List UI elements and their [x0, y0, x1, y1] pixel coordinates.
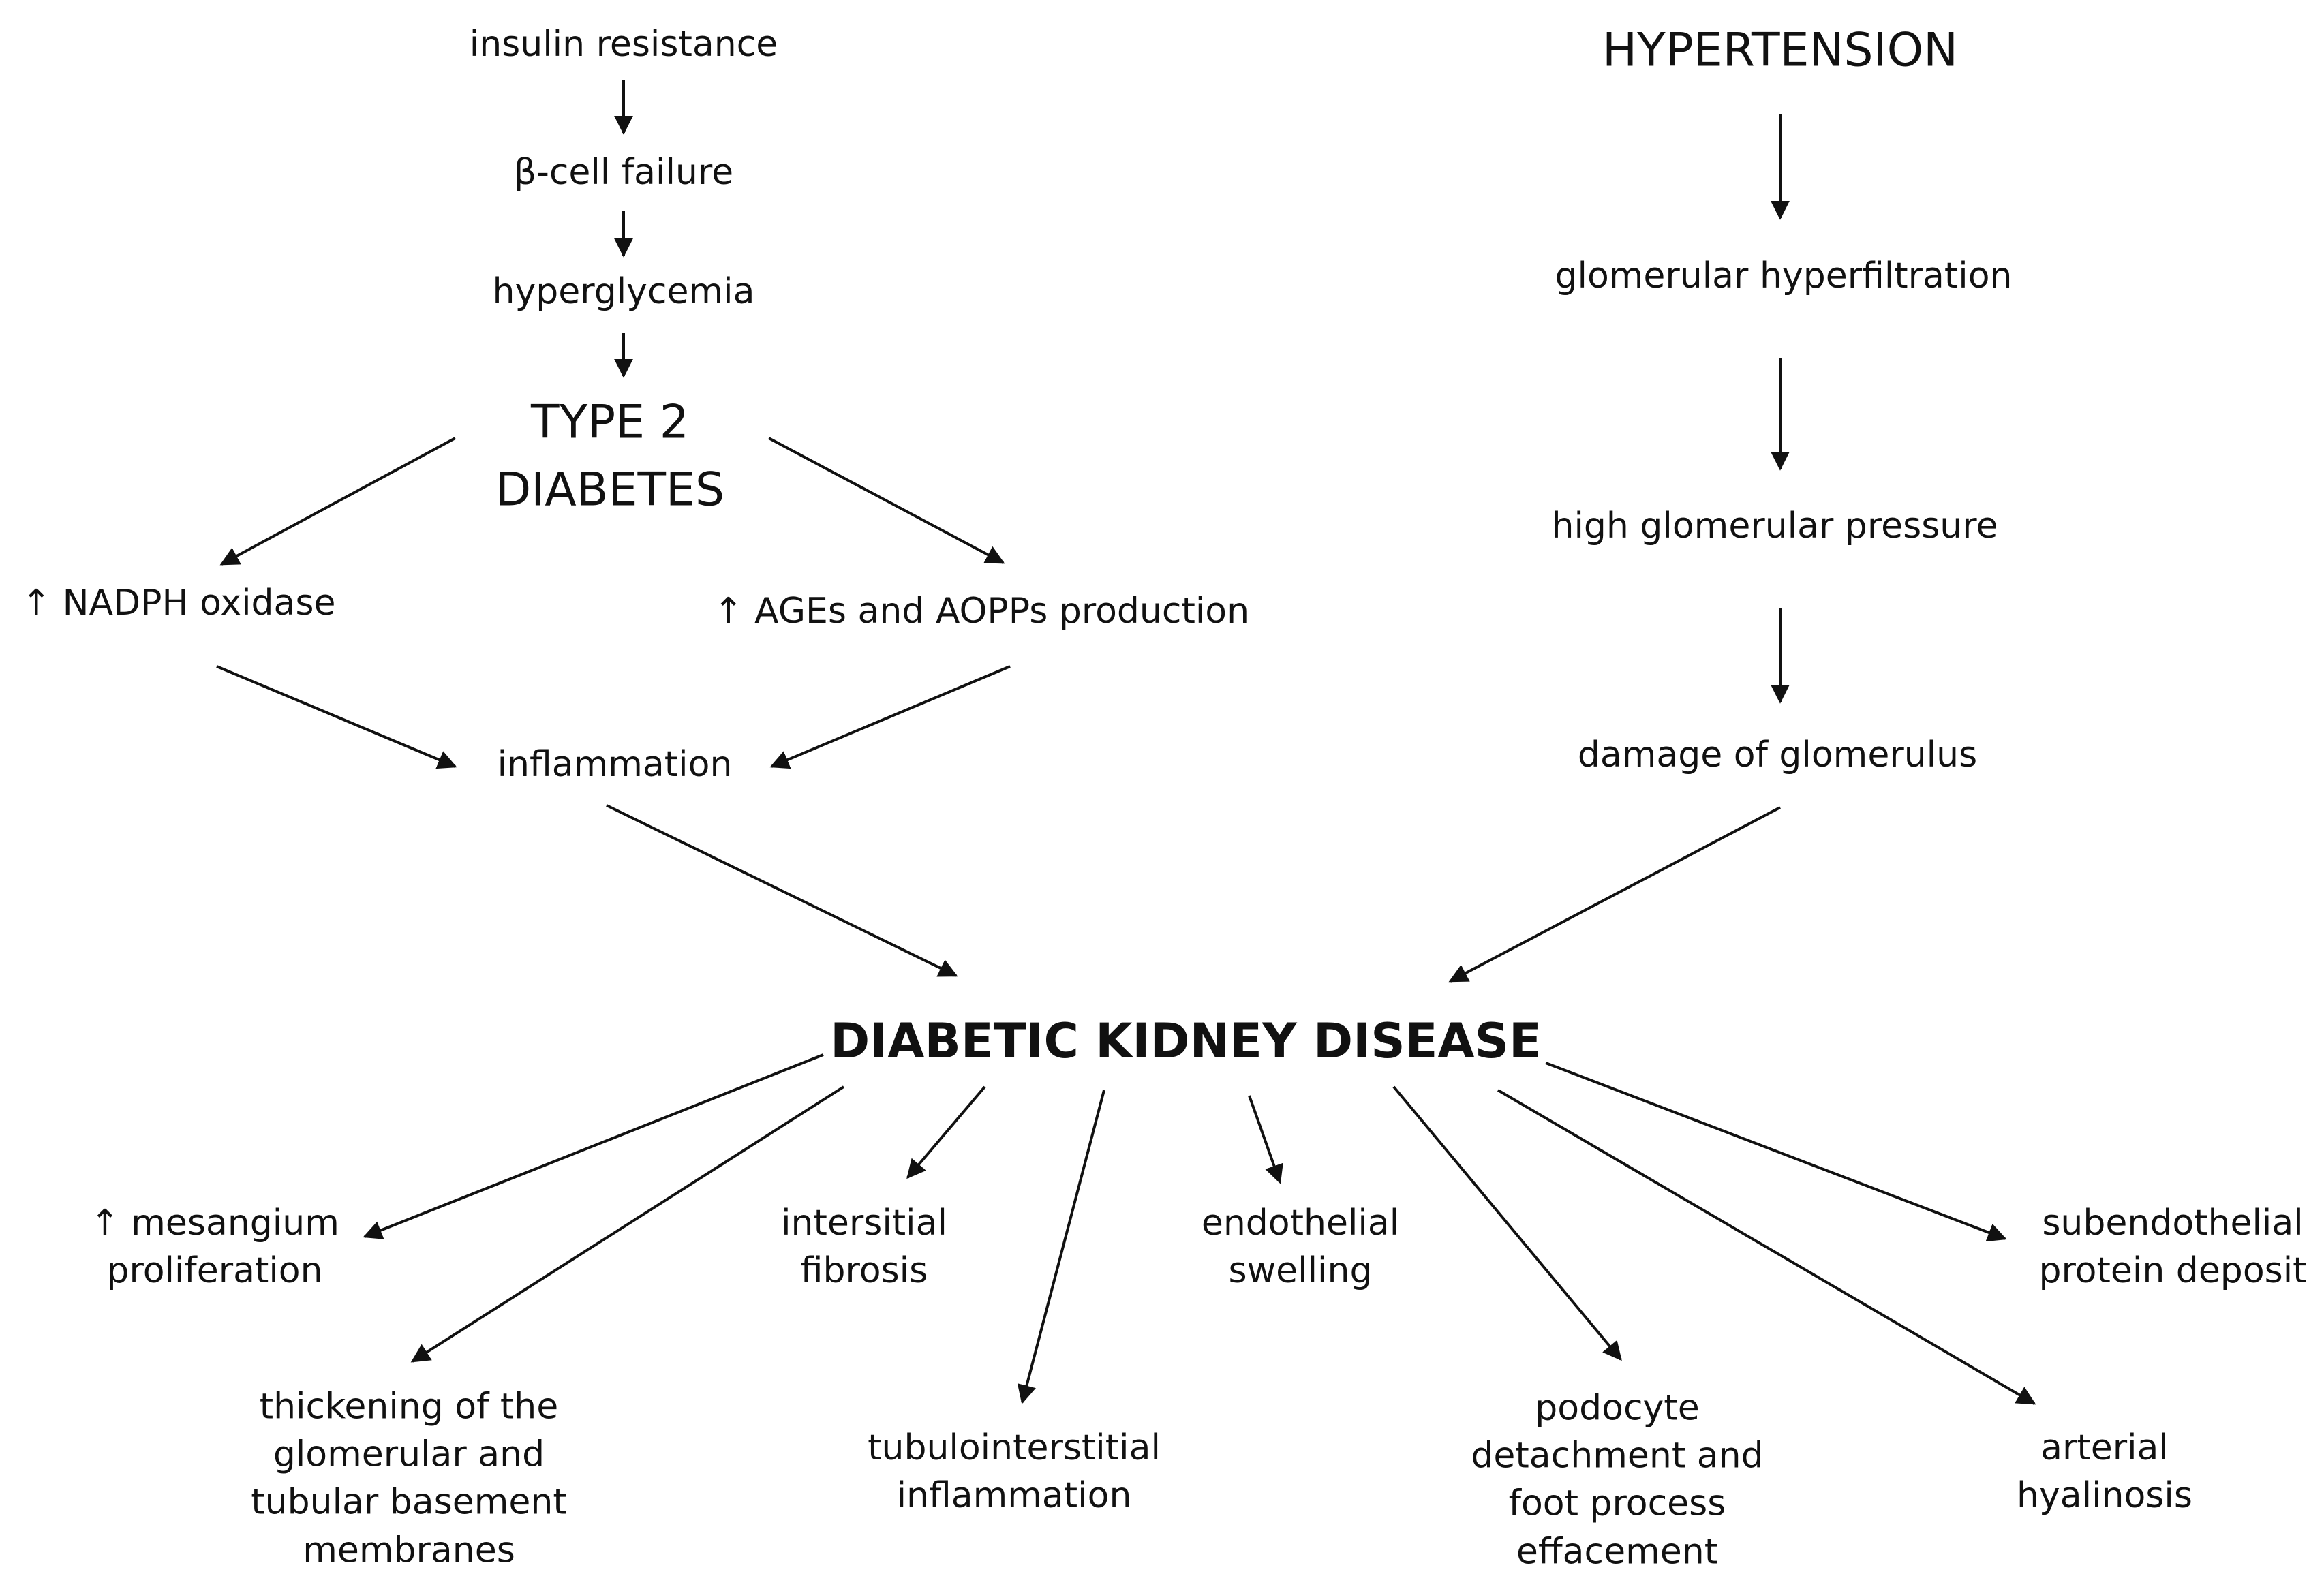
node-text-line: insulin resistance — [469, 23, 778, 65]
node-text-line: foot process — [1508, 1483, 1726, 1524]
node-text-line: damage of glomerulus — [1577, 734, 1978, 775]
arrow-dkd-to-tubulointerstitial — [1017, 1090, 1105, 1404]
insulin-resistance-node: insulin resistance — [470, 20, 778, 68]
arterial-hyalinosis-node: arterial hyalinosis — [2017, 1424, 2192, 1519]
diabetic-kidney-disease-node: DIABETIC KIDNEY DISEASE — [830, 1009, 1542, 1074]
beta-cell-failure-node: β-cell failure — [514, 149, 733, 196]
node-text-line: protein deposit — [2038, 1250, 2307, 1291]
hypertension-node: HYPERTENSION — [1602, 18, 1958, 85]
arrow-type2-diabetes-to-nadph-oxidase — [219, 437, 456, 566]
node-text-line: tubulointerstitial — [868, 1427, 1161, 1468]
glomerular-hyperfiltration-node: glomerular hyperfiltration — [1555, 252, 2012, 300]
arrow-ages-aopps-to-inflammation — [769, 665, 1011, 769]
node-text-line: ↑ AGEs and AOPPs production — [713, 590, 1250, 632]
ages-aopps-node: ↑ AGEs and AOPPs production — [714, 587, 1249, 635]
subendothelial-protein-deposit-node: subendothelial protein deposit — [2038, 1199, 2306, 1295]
damage-of-glomerulus-node: damage of glomerulus — [1578, 731, 1977, 779]
node-text-line: hyperglycemia — [492, 271, 755, 312]
arrow-dkd-to-intersitial-fibrosis — [906, 1085, 986, 1179]
node-text-line: TYPE 2 — [531, 395, 689, 450]
arrow-dkd-to-endothelial-swelling — [1248, 1095, 1283, 1184]
node-text-line: detachment and — [1471, 1435, 1764, 1477]
node-text-line: tubular basement — [251, 1482, 567, 1523]
tubulointerstitial-inflammation-node: tubulointerstitial inflammation — [868, 1424, 1161, 1519]
node-text-line: HYPERTENSION — [1602, 23, 1958, 78]
arrow-dkd-to-podocyte — [1392, 1085, 1622, 1361]
endothelial-swelling-node: endothelial swelling — [1202, 1199, 1399, 1295]
node-text-line: ↑ NADPH oxidase — [21, 582, 336, 623]
arrow-dkd-to-arterial-hyalinosis — [1497, 1089, 2036, 1405]
high-glomerular-pressure-node: high glomerular pressure — [1552, 502, 1998, 550]
arrow-type2-diabetes-to-ages-aopps — [768, 437, 1005, 564]
node-text-line: proliferation — [106, 1250, 323, 1291]
node-text-line: inflammation — [497, 743, 733, 785]
node-text-line: glomerular and — [273, 1434, 545, 1475]
node-text-line: DIABETIC KIDNEY DISEASE — [830, 1013, 1542, 1069]
arrow-damage-to-dkd — [1448, 806, 1781, 983]
inflammation-node: inflammation — [498, 741, 733, 788]
arrow-dkd-to-mesangium — [363, 1053, 824, 1239]
thickening-basement-membranes-node: thickening of the glomerular and tubular b… — [251, 1383, 566, 1575]
node-text-line: hyalinosis — [2017, 1475, 2192, 1516]
arrow-dkd-to-thickening — [410, 1085, 845, 1363]
node-text-line: subendothelial — [2042, 1202, 2304, 1244]
nadph-oxidase-node: ↑ NADPH oxidase — [22, 579, 336, 627]
node-text-line: DIABETES — [495, 463, 725, 516]
intersitial-fibrosis-node: intersitial fibrosis — [781, 1199, 947, 1295]
node-text-line: effacement — [1516, 1531, 1719, 1573]
podocyte-detachment-node: podocyte detachment and foot process efface… — [1471, 1385, 1763, 1576]
node-text-line: swelling — [1228, 1250, 1373, 1291]
node-text-line: ↑ mesangium — [90, 1202, 339, 1244]
node-text-line: endothelial — [1201, 1202, 1400, 1244]
node-text-line: intersitial — [781, 1202, 947, 1244]
arrow-dkd-to-subendothelial — [1545, 1062, 2007, 1242]
type2-diabetes-node: TYPE 2 DIABETES — [495, 389, 724, 523]
hyperglycemia-node: hyperglycemia — [493, 268, 755, 315]
node-text-line: high glomerular pressure — [1551, 505, 1998, 546]
node-text-line: arterial — [2040, 1427, 2169, 1468]
mesangium-proliferation-node: ↑ mesangium proliferation — [90, 1199, 339, 1295]
node-text-line: membranes — [303, 1530, 515, 1571]
node-text-line: fibrosis — [800, 1250, 928, 1291]
arrow-inflammation-to-dkd — [606, 804, 958, 977]
node-text-line: glomerular hyperfiltration — [1555, 255, 2013, 296]
node-text-line: podocyte — [1535, 1387, 1700, 1429]
arrow-nadph-oxidase-to-inflammation — [216, 665, 457, 769]
node-text-line: β-cell failure — [513, 151, 734, 193]
node-text-line: inflammation — [896, 1475, 1132, 1516]
node-text-line: thickening of the — [259, 1386, 559, 1427]
